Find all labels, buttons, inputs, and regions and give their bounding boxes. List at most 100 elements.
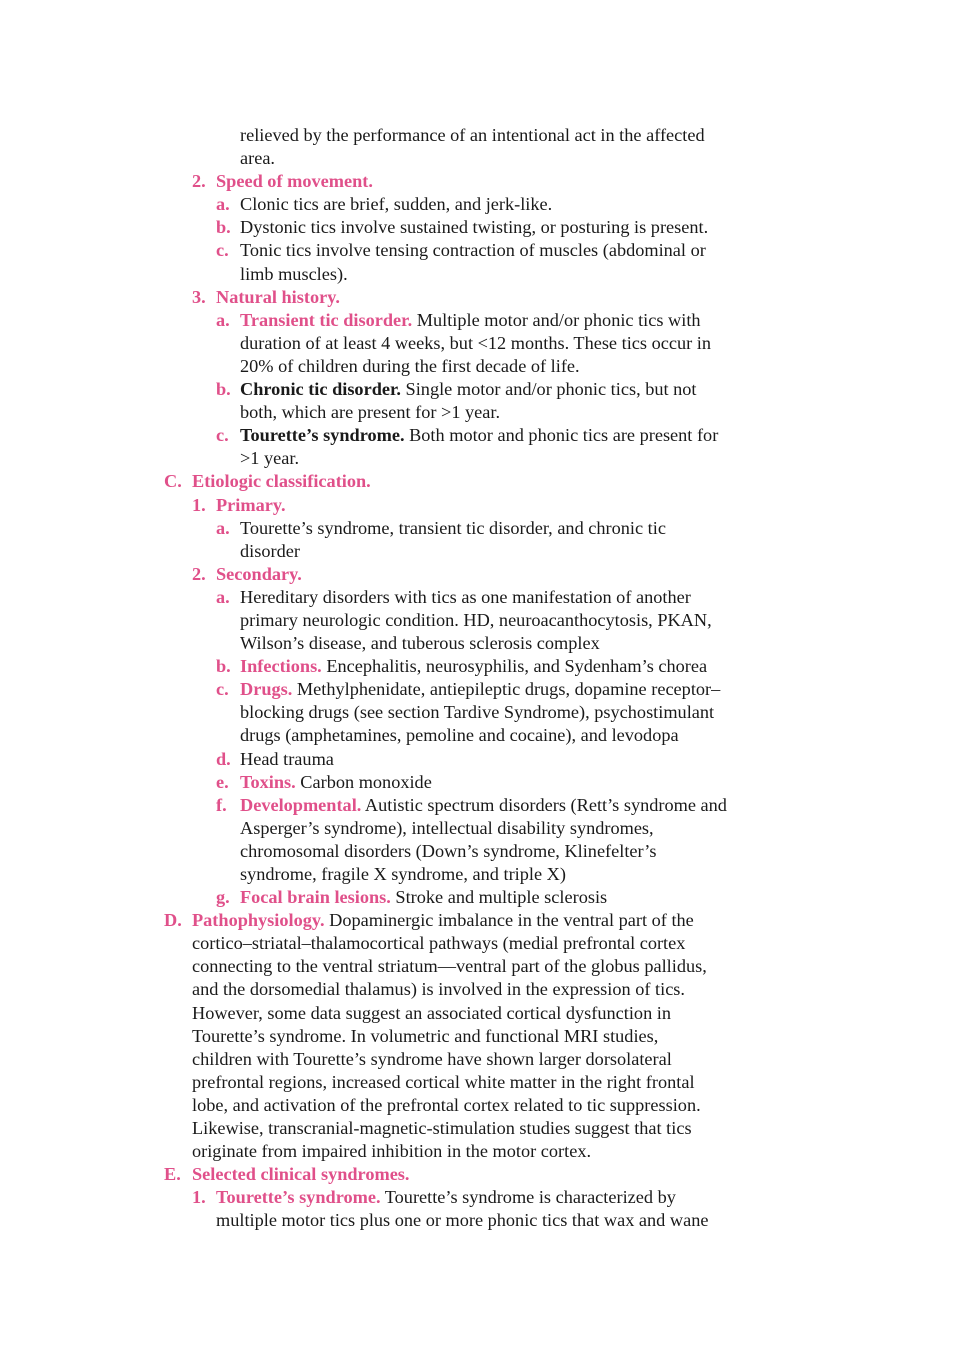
list-label: g.: [216, 887, 230, 908]
text-line: prefrontal regions, increased cortical w…: [0, 1071, 953, 1094]
body-text: Single motor and/or phonic tics, but not: [400, 379, 697, 400]
text-line: D.Pathophysiology. Dopaminergic imbalanc…: [0, 909, 953, 932]
text-line: syndrome, fragile X syndrome, and triple…: [0, 863, 953, 886]
body-text: Multiple motor and/or phonic tics with: [412, 309, 701, 330]
list-label: a.: [216, 586, 230, 607]
text-line: 1.Tourette’s syndrome. Tourette’s syndro…: [0, 1186, 953, 1209]
body-text: Autistic spectrum disorders (Rett’s synd…: [361, 794, 727, 815]
body-text: originate from impaired inhibition in th…: [192, 1141, 592, 1162]
text-line: However, some data suggest an associated…: [0, 1002, 953, 1025]
document-page: relieved by the performance of an intent…: [0, 124, 953, 1233]
list-label: c.: [216, 425, 229, 446]
body-text: Dopaminergic imbalance in the ventral pa…: [324, 910, 694, 931]
body-text: cortico–striatal–thalamocortical pathway…: [192, 933, 686, 954]
text-line: c. Tourette’s syndrome. Both motor and ph…: [0, 424, 953, 447]
text-line: >1 year.: [0, 447, 953, 470]
body-text: Head trauma: [240, 748, 334, 769]
body-text: area.: [240, 148, 276, 169]
body-text: drugs (amphetamines, pemoline and cocain…: [240, 725, 679, 746]
text-line: drugs (amphetamines, pemoline and cocain…: [0, 724, 953, 747]
body-text: >1 year.: [240, 448, 300, 469]
list-label: 1.: [192, 1187, 206, 1208]
list-label: d.: [216, 748, 231, 769]
text-line: a. Transient tic disorder. Multiple motor…: [0, 309, 953, 332]
body-text: both, which are present for >1 year.: [240, 402, 501, 423]
body-text: disorder: [240, 540, 300, 561]
body-text: However, some data suggest an associated…: [192, 1002, 672, 1023]
list-label: f.: [216, 794, 227, 815]
body-text: Encephalitis, neurosyphilis, and Sydenha…: [321, 656, 708, 677]
body-text: Both motor and phonic tics are present f…: [404, 425, 719, 446]
text-line: b. Dystonic tics involve sustained twisti…: [0, 216, 953, 239]
section-heading: Tourette’s syndrome.: [216, 1187, 381, 1208]
text-line: blocking drugs (see section Tardive Synd…: [0, 701, 953, 724]
text-line: Likewise, transcranial-magnetic-stimulat…: [0, 1117, 953, 1140]
list-label: c.: [216, 679, 229, 700]
body-text: multiple motor tics plus one or more pho…: [216, 1210, 709, 1231]
body-text: Carbon monoxide: [295, 771, 432, 792]
text-line: a. Clonic tics are brief, sudden, and jer…: [0, 193, 953, 216]
text-line: E. Selected clinical syndromes.: [0, 1163, 953, 1186]
text-line: 1.Primary.: [0, 494, 953, 517]
text-line: a. Hereditary disorders with tics as one …: [0, 586, 953, 609]
body-text: and the dorsomedial thalamus) is involve…: [192, 979, 685, 1000]
text-line: d. Head trauma: [0, 748, 953, 771]
text-line: Wilson’s disease, and tuberous sclerosis…: [0, 632, 953, 655]
list-label: b.: [216, 656, 231, 677]
body-text: Clonic tics are brief, sudden, and jerk-…: [240, 194, 553, 215]
body-text: duration of at least 4 weeks, but <12 mo…: [240, 332, 711, 353]
section-heading: Speed of movement.: [216, 171, 373, 192]
text-line: c. Tonic tics involve tensing contraction…: [0, 239, 953, 262]
text-line: c.Drugs. Methylphenidate, antiepileptic …: [0, 678, 953, 701]
body-text: 20% of children during the first decade …: [240, 355, 580, 376]
text-line: 2.Secondary.: [0, 563, 953, 586]
section-heading: Transient tic disorder.: [240, 309, 413, 330]
text-line: children with Tourette’s syndrome have s…: [0, 1048, 953, 1071]
text-line: 3. Natural history.: [0, 286, 953, 309]
text-line: relieved by the performance of an intent…: [0, 124, 953, 147]
section-heading: Natural history.: [216, 286, 340, 307]
body-text: blocking drugs (see section Tardive Synd…: [240, 702, 715, 723]
list-label: 2.: [192, 171, 206, 192]
body-text: Asperger’s syndrome), intellectual disab…: [240, 817, 654, 838]
list-label: a.: [216, 194, 230, 215]
body-text: Tonic tics involve tensing contraction o…: [240, 240, 706, 261]
text-line: disorder: [0, 540, 953, 563]
text-line: connecting to the ventral striatum—ventr…: [0, 955, 953, 978]
list-label: c.: [216, 240, 229, 261]
text-line: 2. Speed of movement.: [0, 170, 953, 193]
list-label: 2.: [192, 563, 206, 584]
list-label: E.: [164, 1164, 181, 1185]
body-text: limb muscles).: [240, 263, 348, 284]
text-line: b. Infections. Encephalitis, neurosyphili…: [0, 655, 953, 678]
body-text: Hereditary disorders with tics as one ma…: [240, 586, 691, 607]
body-text: prefrontal regions, increased cortical w…: [192, 1071, 695, 1092]
list-label: 1.: [192, 494, 206, 515]
text-line: multiple motor tics plus one or more pho…: [0, 1209, 953, 1232]
text-line: b.Chronic tic disorder. Single motor and…: [0, 378, 953, 401]
body-text: relieved by the performance of an intent…: [240, 125, 705, 145]
text-line: cortico–striatal–thalamocortical pathway…: [0, 932, 953, 955]
text-line: chromosomal disorders (Down’s syndrome, …: [0, 840, 953, 863]
body-text: Dystonic tics involve sustained twisting…: [240, 217, 709, 238]
list-label: e.: [216, 771, 229, 792]
body-text: Tourette’s syndrome, transient tic disor…: [240, 517, 666, 538]
list-label: a.: [216, 309, 230, 330]
list-label: b.: [216, 217, 231, 238]
text-line: C.Etiologic classification.: [0, 470, 953, 493]
section-heading: Selected clinical syndromes.: [192, 1164, 410, 1185]
bold-term: Chronic tic disorder.: [240, 379, 401, 400]
text-line: lobe, and activation of the prefrontal c…: [0, 1094, 953, 1117]
section-heading: Infections.: [240, 656, 322, 677]
text-line: 20% of children during the first decade …: [0, 355, 953, 378]
text-line: originate from impaired inhibition in th…: [0, 1140, 953, 1163]
list-label: 3.: [192, 286, 206, 307]
text-line: Tourette’s syndrome. In volumetric and f…: [0, 1025, 953, 1048]
section-heading: Etiologic classification.: [192, 471, 371, 492]
text-line: limb muscles).: [0, 263, 953, 286]
bold-term: Tourette’s syndrome.: [240, 425, 405, 446]
text-line: a.Tourette’s syndrome, transient tic dis…: [0, 517, 953, 540]
text-line: both, which are present for >1 year.: [0, 401, 953, 424]
text-line: g.Focal brain lesions. Stroke and multip…: [0, 886, 953, 909]
body-text: Wilson’s disease, and tuberous sclerosis…: [240, 633, 600, 654]
